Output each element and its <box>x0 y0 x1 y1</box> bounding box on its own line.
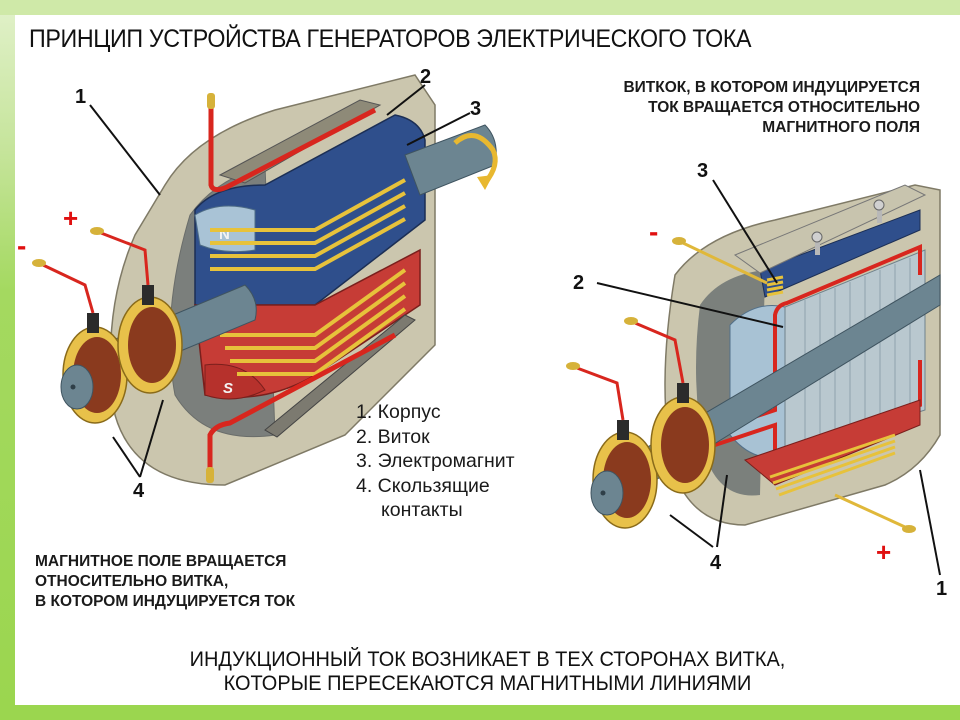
north-pole-label: N <box>219 226 230 243</box>
right-plus-sign: + <box>876 537 891 567</box>
right-brush-terminal <box>566 362 580 370</box>
bolt-icon <box>873 199 885 223</box>
right-brush-wire-2 <box>634 321 685 384</box>
right-figure-caption: ВИТКОК, В КОТОРОМ ИНДУЦИРУЕТСЯ ТОК ВРАЩА… <box>623 78 920 138</box>
right-plus-terminal <box>902 525 916 533</box>
conclusion-text: ИНДУКЦИОННЫЙ ТОК ВОЗНИКАЕТ В ТЕХ СТОРОНА… <box>39 648 937 696</box>
right-generator-figure: - + 3 2 4 1 <box>566 160 947 600</box>
right-brush-terminal <box>624 317 638 325</box>
conclusion-line: КОТОРЫЕ ПЕРЕСЕКАЮТСЯ МАГНИТНЫМИ ЛИНИЯМИ <box>223 672 752 695</box>
left-coil-wire-bottom <box>207 332 397 470</box>
left-plus-sign: + <box>63 203 78 233</box>
right-rotor-slots <box>804 258 911 448</box>
left-label-electromagnet: 3 <box>470 98 481 120</box>
right-coil-loop <box>714 243 922 432</box>
right-bottom-pole <box>743 399 921 486</box>
rotation-arrow-icon <box>453 133 498 185</box>
legend-item: 3. Электромагнит <box>356 450 515 472</box>
left-label-coil: 2 <box>420 66 431 88</box>
right-slip-ring-inner <box>650 396 716 494</box>
left-brush-wire-minus <box>42 263 95 314</box>
right-label-contacts: 4 <box>710 552 722 574</box>
legend-item: 1. Корпус <box>356 401 441 423</box>
right-minus-sign: - <box>649 216 658 247</box>
left-caption-line: ОТНОСИТЕЛЬНО ВИТКА, <box>35 573 229 590</box>
left-figure-caption: МАГНИТНОЕ ПОЛЕ ВРАЩАЕТСЯ ОТНОСИТЕЛЬНО ВИ… <box>35 552 295 612</box>
right-field-lead-minus <box>682 241 768 285</box>
right-brush-outer <box>617 420 629 440</box>
right-minus-terminal <box>672 237 686 245</box>
parts-legend: 1. Корпус 2. Виток 3. Электромагнит 4. С… <box>356 400 515 523</box>
right-caption-line: МАГНИТНОГО ПОЛЯ <box>762 119 920 136</box>
left-minus-terminal <box>32 259 46 267</box>
right-label-coil: 2 <box>573 272 584 294</box>
left-plus-terminal <box>90 227 104 235</box>
conclusion-line: ИНДУКЦИОННЫЙ ТОК ВОЗНИКАЕТ В ТЕХ СТОРОНА… <box>189 648 786 671</box>
left-south-face <box>204 363 266 400</box>
right-label-housing: 1 <box>936 578 947 600</box>
left-caption-line: В КОТОРОМ ИНДУЦИРУЕТСЯ ТОК <box>35 593 296 610</box>
right-label-electromagnet: 3 <box>697 160 708 182</box>
left-label-contacts: 4 <box>133 480 145 502</box>
right-brush-wire-1 <box>576 366 625 421</box>
right-field-lead-plus <box>834 493 906 529</box>
left-label-housing: 1 <box>75 86 86 108</box>
left-brush-wire-plus <box>100 231 150 286</box>
left-field-winding <box>210 178 407 376</box>
right-slip-ring-outer <box>590 431 658 529</box>
right-bottom-winding <box>769 433 896 497</box>
left-slip-ring-inner <box>117 296 183 394</box>
generator-diagrams: N S <box>17 66 947 600</box>
left-terminal-top <box>207 93 215 109</box>
left-caption-line: МАГНИТНОЕ ПОЛЕ ВРАЩАЕТСЯ <box>35 553 287 570</box>
bolt-icon <box>811 231 823 255</box>
left-terminal-bottom <box>206 467 214 483</box>
left-accent-band <box>0 15 15 705</box>
left-minus-sign: - <box>17 230 26 261</box>
left-brush-outer <box>87 313 99 333</box>
rotation-arrowhead-icon <box>477 175 493 190</box>
south-pole-label: S <box>223 380 233 397</box>
top-accent-band <box>0 0 960 15</box>
right-brush-inner <box>677 383 689 403</box>
right-caption-line: ВИТКОК, В КОТОРОМ ИНДУЦИРУЕТСЯ <box>623 79 920 96</box>
slide-title: ПРИНЦИП УСТРОЙСТВА ГЕНЕРАТОРОВ ЭЛЕКТРИЧЕ… <box>29 25 752 53</box>
slide: ПРИНЦИП УСТРОЙСТВА ГЕНЕРАТОРОВ ЭЛЕКТРИЧЕ… <box>15 15 960 705</box>
right-top-pole <box>759 209 921 298</box>
right-leader-lines <box>596 179 941 576</box>
legend-item: 4. Скользящие <box>356 474 490 497</box>
left-brush-inner <box>142 285 154 305</box>
legend-item: 2. Виток <box>356 425 430 448</box>
left-leader-lines <box>89 84 471 478</box>
left-slip-ring-outer <box>60 326 128 424</box>
left-coil-wire-top <box>208 105 377 193</box>
right-caption-line: ТОК ВРАЩАЕТСЯ ОТНОСИТЕЛЬНО <box>648 99 920 116</box>
legend-item-continuation: контакты <box>381 499 463 521</box>
left-generator-figure: N S <box>17 66 498 502</box>
